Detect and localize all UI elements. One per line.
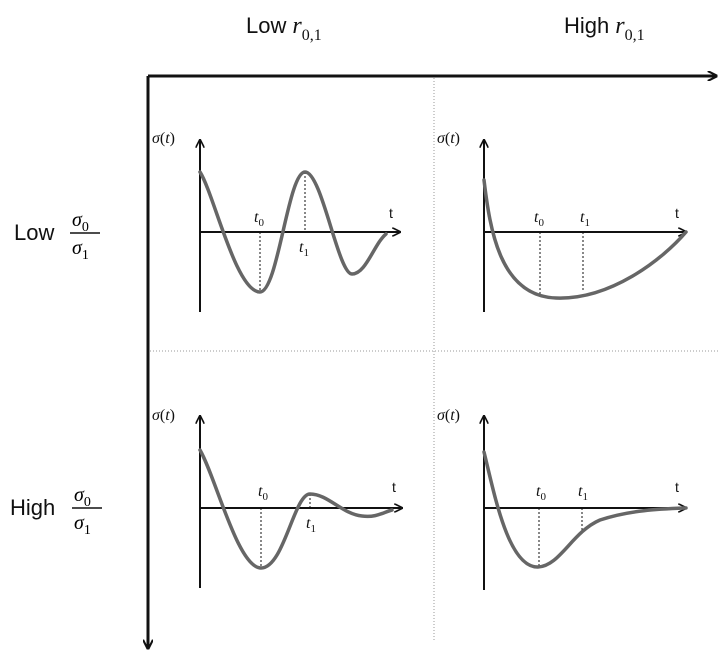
panel-bottom-right: σ(t) t t0 t1 (437, 407, 688, 590)
panel-bl-x-label: t (392, 479, 396, 495)
panel-tr-x-label: t (675, 205, 679, 221)
panel-tr-t1-label: t1 (580, 209, 590, 229)
panel-bl-t1-label: t1 (306, 515, 316, 535)
col-header-low-var: r (292, 13, 302, 39)
panel-tl-t1-label: t1 (299, 239, 309, 259)
row-header-low-num: σ0 (72, 209, 89, 235)
panel-tl-curve (198, 170, 388, 294)
panel-bottom-left: σ(t) t t0 t1 (152, 407, 402, 588)
panel-br-t0-label: t0 (536, 483, 546, 503)
panel-bl-y-label: σ(t) (152, 407, 175, 424)
panel-tr-curve (482, 178, 688, 300)
panel-br-x-label: t (675, 479, 679, 495)
row-header-high-ratio: High σ0 σ1 (10, 484, 102, 538)
col-header-high-sub: 0,1 (625, 27, 645, 44)
panel-tr-y-label: σ(t) (437, 130, 460, 147)
panel-br-curve (482, 450, 688, 569)
panel-bl-t0-label: t0 (258, 483, 268, 503)
row-header-high-word: High (10, 495, 55, 520)
col-header-low-sub: 0,1 (302, 27, 322, 44)
row-header-high-num: σ0 (74, 484, 91, 510)
panel-top-left: σ(t) t t0 t1 (152, 130, 400, 312)
row-header-high-den: σ1 (74, 512, 91, 538)
panel-br-t1-label: t1 (578, 483, 588, 503)
col-header-high-var: r (615, 13, 625, 39)
row-header-low-word: Low (14, 220, 54, 245)
panel-top-right: σ(t) t t0 t1 (437, 130, 688, 312)
col-header-low-word: Low (246, 13, 286, 38)
panel-tr-t0-label: t0 (534, 209, 544, 229)
panel-br-y-label: σ(t) (437, 407, 460, 424)
row-header-low-ratio: Low σ0 σ1 (14, 209, 100, 263)
panel-tl-y-label: σ(t) (152, 130, 175, 147)
panel-bl-curve (198, 448, 394, 570)
row-header-low-den: σ1 (72, 237, 89, 263)
panel-tl-x-label: t (389, 205, 393, 221)
col-header-high-word: High (564, 13, 609, 38)
panel-tl-t0-label: t0 (254, 209, 264, 229)
